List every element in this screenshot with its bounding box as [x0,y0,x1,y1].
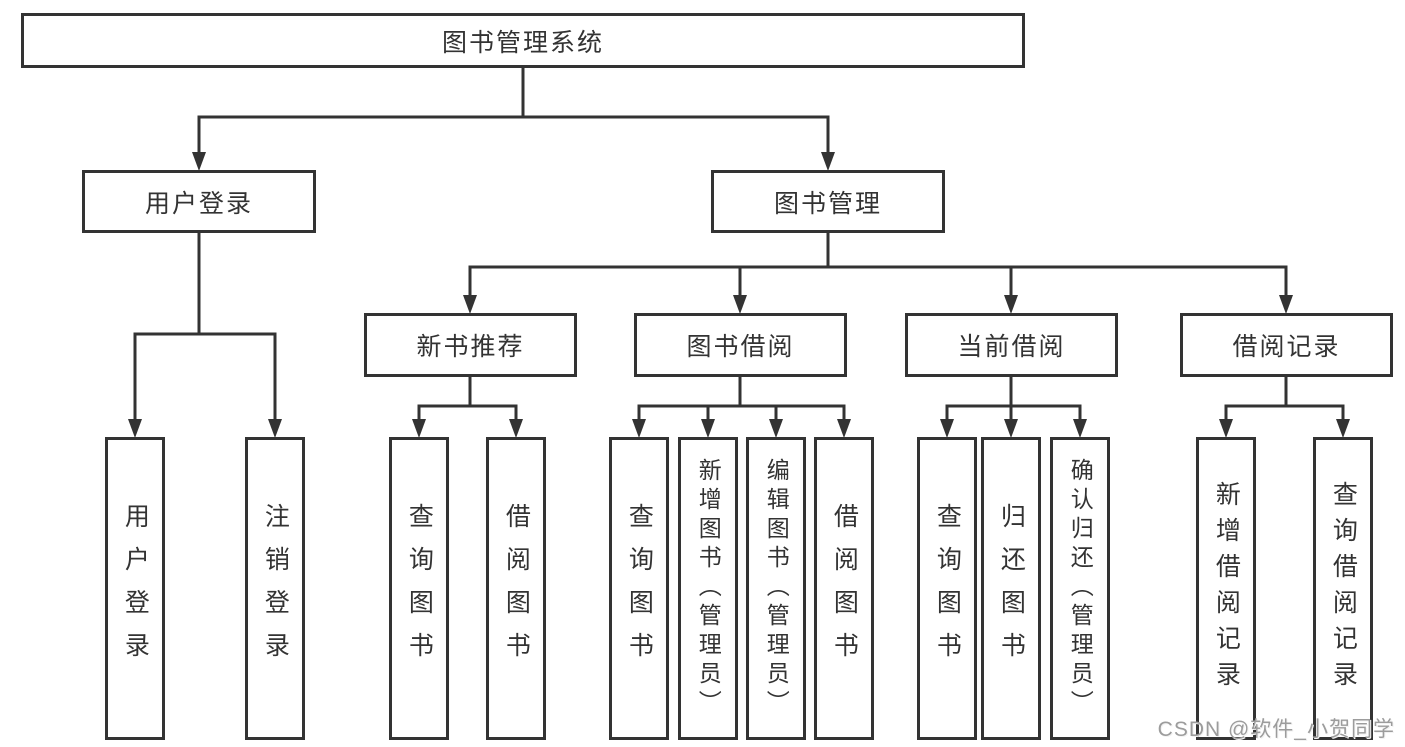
node-current-confirm-return-admin: 确认归还（管理员） [1050,437,1110,740]
node-borrowing-borrow-books: 借阅图书 [814,437,874,740]
node-library-system: 图书管理系统 [21,13,1025,68]
node-label: 借阅图书 [502,502,531,675]
node-borrowing-add-books-admin: 新增图书（管理员） [678,437,738,740]
node-label: 查询借阅记录 [1329,480,1358,697]
node-label: 确认归还（管理员） [1067,458,1094,719]
node-label: 用户登录 [144,189,253,218]
node-label: 编辑图书（管理员） [763,458,790,719]
node-recommend-borrow-books: 借阅图书 [486,437,546,740]
node-book-management: 图书管理 [711,170,945,233]
node-login: 用户登录 [105,437,165,740]
node-borrow-records: 借阅记录 [1180,313,1393,377]
node-label: 查询图书 [933,502,962,675]
node-label: 新书推荐 [416,333,525,361]
node-label: 新增借阅记录 [1212,480,1241,697]
node-current-return-books: 归还图书 [981,437,1041,740]
node-label: 用户登录 [121,502,150,675]
node-label: 图书借阅 [686,333,795,361]
node-label: 注销登录 [261,502,290,675]
node-book-borrowing: 图书借阅 [634,313,847,377]
csdn-watermark: CSDN @软件_小贺同学 [1157,718,1395,741]
node-label: 查询图书 [405,502,434,675]
node-new-book-recommend: 新书推荐 [364,313,577,377]
node-label: 图书管理 [773,189,882,218]
node-label: 借阅记录 [1232,333,1341,361]
node-user-login: 用户登录 [82,170,316,233]
node-label: 当前借阅 [957,333,1066,361]
node-logout: 注销登录 [245,437,305,740]
node-records-add-borrow-record: 新增借阅记录 [1196,437,1256,740]
node-label: 借阅图书 [830,502,859,675]
node-borrowing-search-books: 查询图书 [609,437,669,740]
node-records-search-borrow-record: 查询借阅记录 [1313,437,1373,740]
node-borrowing-edit-books-admin: 编辑图书（管理员） [746,437,806,740]
node-current-borrowing: 当前借阅 [905,313,1118,377]
node-label: 查询图书 [625,502,654,675]
node-current-search-books: 查询图书 [917,437,977,740]
node-label: 归还图书 [997,502,1026,675]
node-label: 新增图书（管理员） [695,458,722,719]
node-recommend-search-books: 查询图书 [389,437,449,740]
node-label: 图书管理系统 [441,28,604,57]
